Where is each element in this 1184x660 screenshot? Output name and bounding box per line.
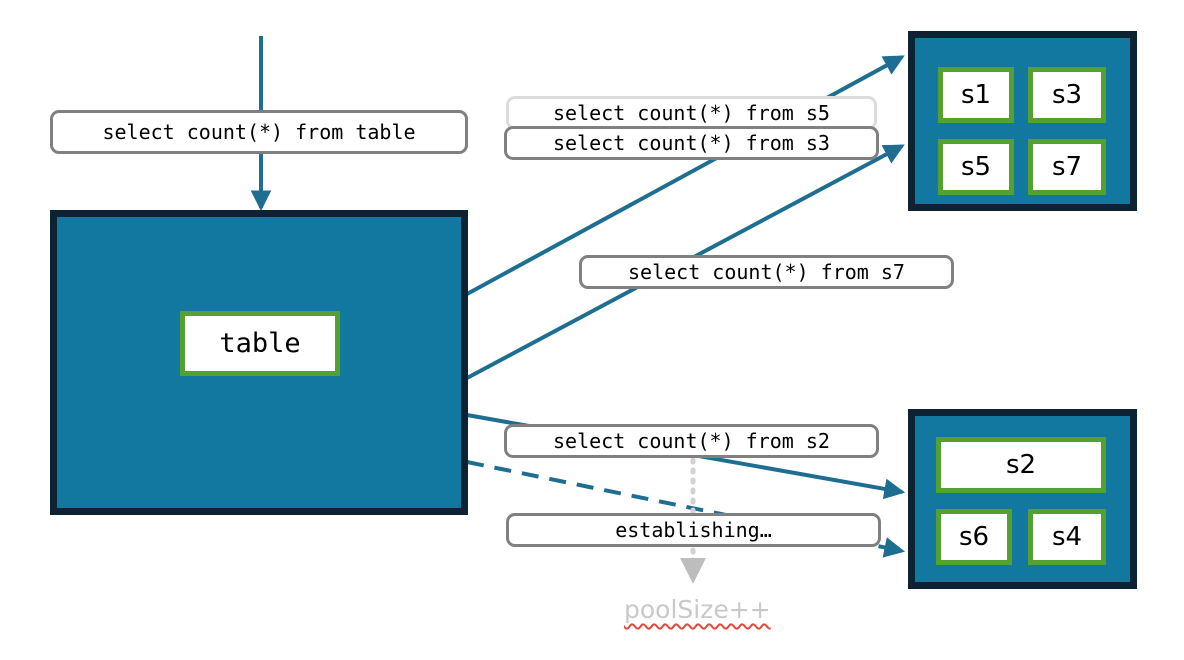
query-label-s7: select count(*) from s7: [579, 255, 954, 289]
query-label-s3: select count(*) from s3: [504, 126, 879, 160]
lower-pool-node-s4: s4: [1028, 509, 1106, 565]
query-label-s5: select count(*) from s5: [506, 96, 877, 130]
entry-query-label: select count(*) from table: [50, 110, 468, 154]
lower-pool-node-s2: s2: [936, 437, 1106, 493]
query-label-s2: select count(*) from s2: [504, 424, 879, 458]
upper-pool-node-s3: s3: [1028, 67, 1106, 123]
table-node: table: [180, 311, 340, 376]
lower-pool-node-s6: s6: [936, 509, 1012, 565]
upper-pool-node-s7: s7: [1028, 139, 1106, 195]
pool-size-note: poolSize++: [624, 595, 771, 624]
establishing-label: establishing…: [506, 513, 881, 547]
upper-pool-node-s5: s5: [938, 139, 1014, 195]
upper-pool-node-s1: s1: [938, 67, 1014, 123]
